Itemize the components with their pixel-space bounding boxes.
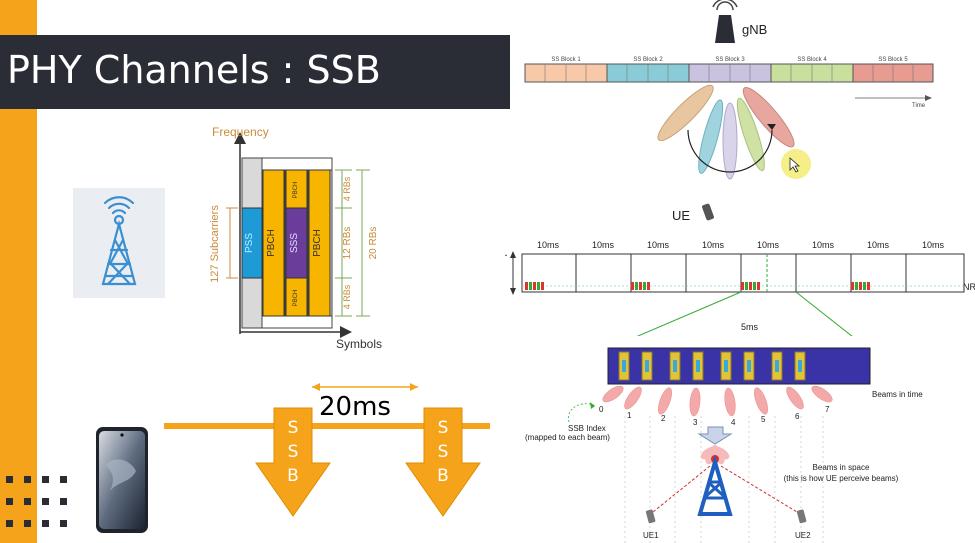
ssb-letter: B [437, 466, 449, 486]
smartphone-icon [96, 427, 148, 533]
ue2-device-icon [796, 509, 807, 524]
pbch-block-2 [308, 169, 331, 317]
ssb-index-5: 5 [761, 415, 766, 424]
pbch-block-1 [262, 169, 285, 317]
frame-label-5: 10ms [757, 240, 780, 250]
ss-block-label-2: SS Block 2 [633, 57, 663, 63]
frame-label-1: 10ms [537, 240, 560, 250]
ue2-label: UE2 [795, 531, 811, 540]
beam-lobes [602, 385, 833, 417]
gnb-label: gNB [742, 22, 767, 37]
frame-label-4: 10ms [702, 240, 725, 250]
subcarriers-label: 127 Subcarriers [209, 205, 221, 283]
frame-label-2: 10ms [592, 240, 615, 250]
ssb-slots [618, 351, 806, 381]
ssb-index-7: 7 [825, 405, 830, 414]
frequency-label: Frequency [212, 125, 269, 139]
ssb-letter: S [437, 442, 449, 462]
ss-block-label-5: SS Block 5 [878, 57, 908, 63]
symbols-label: Symbols [336, 337, 382, 351]
pbch-label-top: PBCH [293, 182, 299, 199]
ssb-index-0: 0 [599, 405, 604, 414]
down-arrow-icon [697, 426, 733, 445]
nr-label: NR [963, 282, 975, 292]
period-label: 20ms [319, 392, 391, 422]
ssb-index-label: SSB Index [568, 424, 606, 433]
ssb-arrow-1 [255, 407, 331, 517]
beams-in-space-label: Beams in space [813, 463, 870, 472]
pss-block [241, 207, 263, 279]
ue1-device-icon [645, 509, 656, 524]
base-station-tower-icon [697, 454, 733, 516]
ssb-mapped-label: (mapped to each beam) [525, 433, 610, 442]
ss-block-label-1: SS Block 1 [551, 57, 581, 63]
rb20-label: 20 RBs [368, 227, 379, 260]
freq-label: freq [505, 254, 507, 270]
ssb-timeline [164, 383, 490, 517]
pbch-label-bottom: PBCH [293, 290, 299, 307]
frequency-axis-arrow [234, 132, 246, 144]
ss-burst-diagram: gNB SS Block 1 SS Block 2 SS Block 3 SS … [524, 0, 934, 223]
time-label: Time [912, 103, 926, 109]
ssb-letter: S [437, 418, 449, 438]
pbch-label-2: PBCH [312, 229, 323, 257]
title-bar [0, 35, 510, 109]
ue-label: UE [672, 208, 690, 223]
ssb-bursts [525, 282, 870, 290]
frame-label-3: 10ms [647, 240, 670, 250]
frame-label-7: 10ms [867, 240, 890, 250]
rb12-label: 12 RBs [342, 227, 353, 260]
tower-card [73, 188, 165, 298]
ssb-letter: B [287, 466, 299, 486]
half-frame-label: 5ms [741, 322, 759, 332]
ssb-index-4: 4 [731, 418, 736, 427]
ue-device-icon [702, 203, 714, 221]
ssb-index-6: 6 [795, 412, 800, 421]
rb4-bottom-label: 4 RBs [342, 284, 352, 309]
rb4-top-label: 4 RBs [342, 176, 352, 201]
page-title: PHY Channels : SSB [7, 48, 381, 92]
frame-label-6: 10ms [812, 240, 835, 250]
sss-label: SSS [289, 233, 300, 253]
ssb-resource-grid: PSS PBCH SSS PBCH PBCH PBCH 127 Subcarri… [209, 125, 382, 351]
ss-block-label-3: SS Block 3 [715, 57, 745, 63]
frame-label-8: 10ms [922, 240, 945, 250]
ssb-index-1: 1 [627, 411, 632, 420]
beams-in-time-label: Beams in time [872, 390, 923, 399]
gnb-antenna-icon [712, 0, 738, 43]
ssb-letter: S [287, 418, 299, 438]
ssb-arrow-2 [405, 407, 481, 517]
pss-label: PSS [244, 233, 255, 253]
frame-strip: freq NR 5ms 10ms 10ms 10ms 10ms 10ms 10m… [505, 240, 975, 336]
ss-block-label-4: SS Block 4 [797, 57, 827, 63]
beam-fan [657, 84, 795, 180]
ssb-letter: S [287, 442, 299, 462]
beam-sweep-diagram: 0 1 2 3 4 5 6 7 Beams in time SSB Index … [525, 347, 923, 543]
symbols-axis-arrow [340, 326, 352, 338]
pbch-block-bottom [285, 277, 308, 317]
cell-tower-icon [101, 196, 137, 286]
perceive-label: (this is how UE perceive beams) [784, 474, 899, 483]
pbch-label-1: PBCH [266, 229, 277, 257]
ssb-index-2: 2 [661, 414, 666, 423]
ssb-index-3: 3 [693, 418, 698, 427]
ue1-label: UE1 [643, 531, 659, 540]
